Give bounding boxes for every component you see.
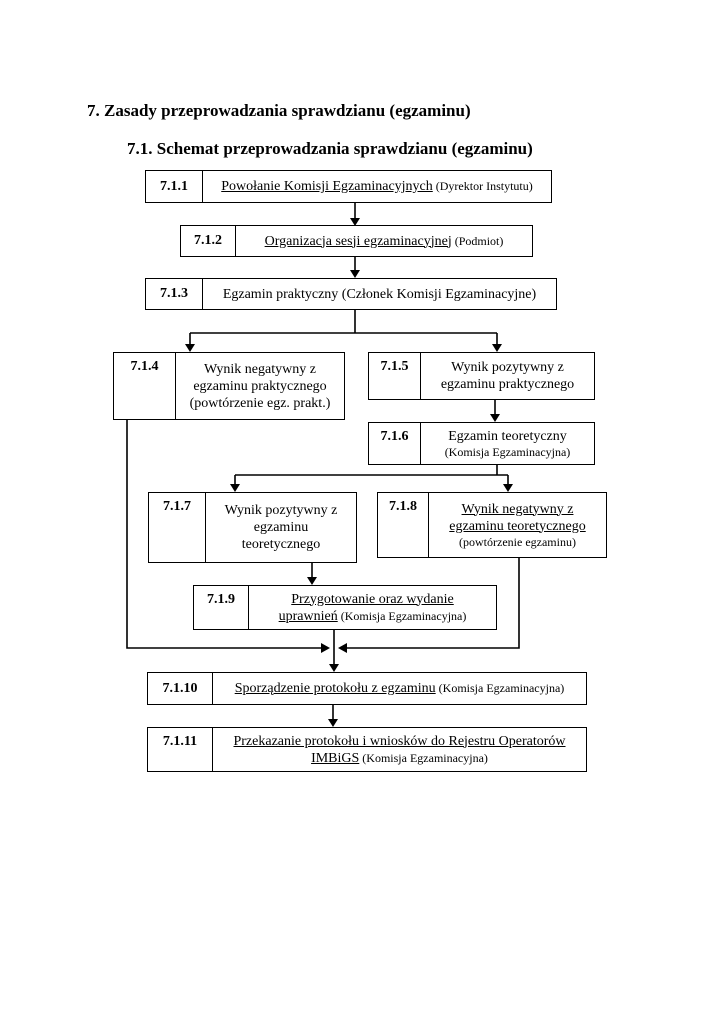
flow-node-7-1-8: 7.1.8 Wynik negatywny z egzaminu teorety… [377, 492, 607, 558]
node-line: (powtórzenie egzaminu) [459, 534, 576, 549]
node-text-cell: Wynik negatywny z egzaminu praktycznego … [176, 353, 344, 419]
node-line: Przekazanie protokołu i wniosków do Reje… [233, 733, 566, 749]
flow-node-7-1-2: 7.1.2 Organizacja sesji egzaminacyjnej (… [180, 225, 533, 257]
connector-7-1-5-to-7-1-6 [490, 400, 500, 422]
node-line: Sporządzenie protokołu z egzaminu (Komis… [234, 681, 565, 696]
node-text-cell: Przygotowanie oraz wydanie uprawnień (Ko… [249, 586, 496, 629]
node-line: Wynik negatywny z [204, 361, 316, 377]
node-line: (powtórzenie egz. prakt.) [189, 395, 331, 411]
connector-7-1-2-to-7-1-3 [350, 257, 360, 278]
subsection-heading: 7.1. Schemat przeprowadzania sprawdzianu… [127, 139, 533, 158]
node-line: egzaminu [253, 520, 309, 535]
node-line: IMBiGS (Komisja Egzaminacyjna) [311, 750, 488, 766]
connector-7-1-7-to-7-1-9 [307, 563, 317, 585]
node-line: Wynik negatywny z [461, 501, 574, 517]
node-line: uprawnień (Komisja Egzaminacyjna) [278, 608, 467, 624]
node-line: egzaminu teoretycznego [449, 518, 586, 534]
node-number: 7.1.3 [146, 279, 203, 309]
node-text-cell: Wynik pozytywny z egzaminu teoretycznego [206, 493, 356, 562]
flow-node-7-1-7: 7.1.7 Wynik pozytywny z egzaminu teorety… [148, 492, 357, 563]
node-text-cell: Egzamin praktyczny (Członek Komisji Egza… [203, 279, 556, 309]
node-number: 7.1.7 [149, 493, 206, 562]
node-line: Organizacja sesji egzaminacyjnej (Podmio… [264, 233, 504, 249]
node-number: 7.1.9 [194, 586, 249, 629]
node-number: 7.1.4 [114, 353, 176, 419]
node-number: 7.1.11 [148, 728, 213, 771]
connector-7-1-10-to-7-1-11 [328, 705, 338, 727]
node-line: Egzamin praktyczny (Członek Komisji Egza… [222, 286, 537, 302]
node-line: teoretycznego [241, 537, 321, 552]
node-text-cell: Egzamin teoretyczny (Komisja Egzaminacyj… [421, 423, 594, 464]
node-text-cell: Sporządzenie protokołu z egzaminu (Komis… [213, 673, 586, 704]
node-line: egzaminu praktycznego [193, 378, 327, 394]
node-line: (Komisja Egzaminacyjna) [444, 444, 571, 459]
flow-node-7-1-11: 7.1.11 Przekazanie protokołu i wniosków … [147, 727, 587, 772]
node-text-cell: Przekazanie protokołu i wniosków do Reje… [213, 728, 586, 771]
node-line: Powołanie Komisji Egzaminacyjnych (Dyrek… [221, 179, 533, 194]
connector-7-1-1-to-7-1-2 [350, 203, 360, 226]
node-number: 7.1.6 [369, 423, 421, 464]
node-number: 7.1.8 [378, 493, 429, 557]
node-text-cell: Organizacja sesji egzaminacyjnej (Podmio… [236, 226, 532, 256]
node-number: 7.1.1 [146, 171, 203, 202]
node-number: 7.1.2 [181, 226, 236, 256]
node-number: 7.1.10 [148, 673, 213, 704]
node-line: Przygotowanie oraz wydanie [291, 591, 454, 607]
flow-node-7-1-10: 7.1.10 Sporządzenie protokołu z egzaminu… [147, 672, 587, 705]
flow-node-7-1-5: 7.1.5 Wynik pozytywny z egzaminu praktyc… [368, 352, 595, 400]
flow-node-7-1-4: 7.1.4 Wynik negatywny z egzaminu praktyc… [113, 352, 345, 420]
connector-7-1-6-branch-to-7-1-7-and-7-1-8 [230, 465, 513, 492]
connector-7-1-9-to-7-1-10 [329, 630, 339, 672]
section-heading: 7. Zasady przeprowadzania sprawdzianu (e… [87, 101, 471, 120]
node-line: Wynik pozytywny z [224, 503, 338, 518]
flow-node-7-1-6: 7.1.6 Egzamin teoretyczny (Komisja Egzam… [368, 422, 595, 465]
node-line: egzaminu praktycznego [440, 377, 575, 392]
node-text-cell: Powołanie Komisji Egzaminacyjnych (Dyrek… [203, 171, 551, 202]
node-line: Egzamin teoretyczny [448, 428, 567, 444]
flow-node-7-1-1: 7.1.1 Powołanie Komisji Egzaminacyjnych … [145, 170, 552, 203]
node-line: Wynik pozytywny z [451, 360, 564, 375]
node-number: 7.1.5 [369, 353, 421, 399]
flow-node-7-1-9: 7.1.9 Przygotowanie oraz wydanie uprawni… [193, 585, 497, 630]
flow-node-7-1-3: 7.1.3 Egzamin praktyczny (Członek Komisj… [145, 278, 557, 310]
node-text-cell: Wynik negatywny z egzaminu teoretycznego… [429, 493, 606, 557]
node-text-cell: Wynik pozytywny z egzaminu praktycznego [421, 353, 594, 399]
connector-7-1-3-branch-to-7-1-4-and-7-1-5 [185, 310, 502, 352]
